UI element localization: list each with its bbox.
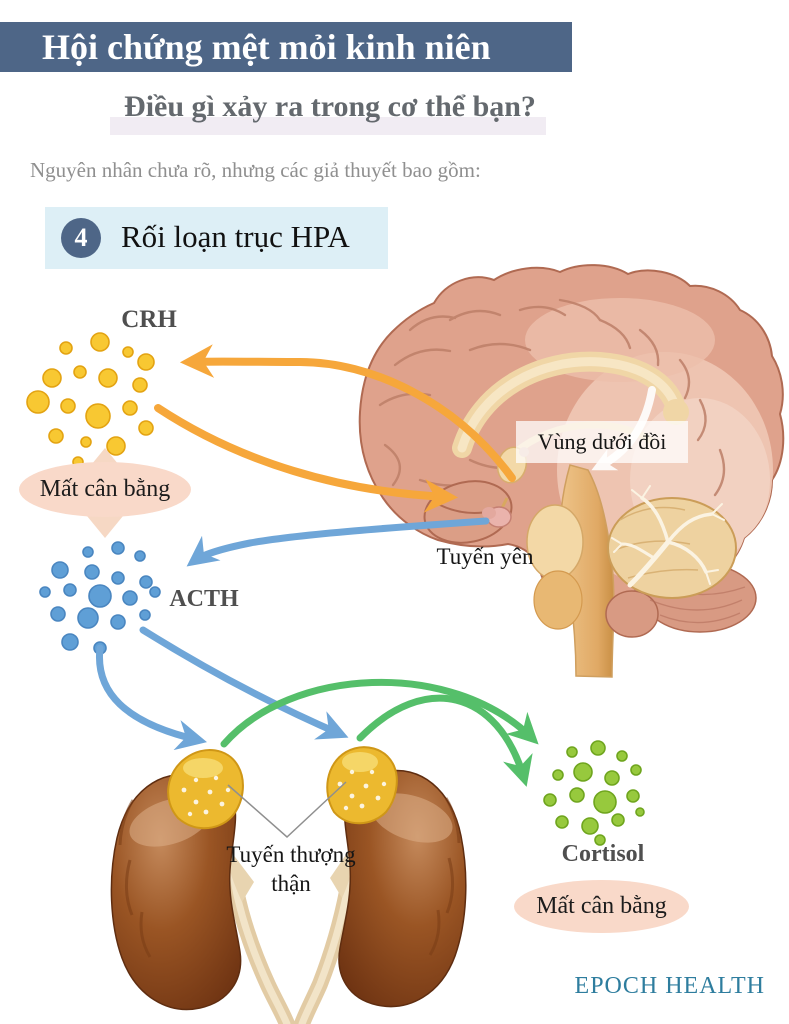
arrow-left-adrenal-to-cortisol-icon [220, 678, 539, 748]
left-adrenal-highlight [183, 758, 223, 778]
kidneys-illustration [110, 746, 467, 1024]
right-kidney-ridges [428, 797, 461, 956]
brand-logo: EPOCH HEALTH [574, 973, 765, 999]
page-title: Hội chứng mệt mỏi kinh niên [42, 27, 491, 67]
topic-box: 4 Rối loạn trục HPA [45, 207, 388, 269]
arrow-pituitary-to-acth-icon [186, 517, 490, 567]
pituitary-anterior-lobe [482, 507, 496, 519]
brain-illustration [358, 264, 785, 678]
arrow-crh-to-pituitary-icon [154, 404, 459, 513]
page-subtitle: Điều gì xảy ra trong cơ thể bạn? [124, 90, 536, 123]
crh-label: CRH [121, 306, 177, 333]
imbalance-badge-bottom: Mất cân bằng [514, 880, 689, 933]
acth-label: ACTH [169, 586, 239, 612]
cortisol-label: Cortisol [561, 841, 645, 867]
pituitary-stalk [500, 497, 509, 509]
flow-arrows [95, 344, 539, 787]
adrenal-label-leader-lines [227, 781, 347, 839]
arrow-right-adrenal-to-cortisol-icon [356, 694, 533, 787]
imbalance-badge-top: Mất cân bằng [19, 462, 191, 517]
crh-dots [26, 332, 155, 473]
cerebellum-fold [605, 590, 659, 638]
splenium [663, 399, 689, 425]
arrow-acth-to-left-adrenal-icon [95, 644, 207, 751]
topic-number-badge: 4 [61, 218, 101, 258]
arrow-hypothalamus-to-crh-icon [179, 344, 516, 482]
left-kidney-ridges [118, 799, 152, 958]
title-banner: Hội chứng mệt mỏi kinh niên [0, 22, 572, 72]
right-adrenal-highlight [342, 752, 378, 772]
intro-text: Nguyên nhân chưa rõ, nhưng các giả thuyế… [30, 158, 481, 182]
acth-dots [39, 541, 161, 655]
cortisol-dots [543, 740, 645, 846]
right-kidney-gloss [371, 793, 453, 843]
topic-label: Rối loạn trục HPA [121, 219, 350, 254]
subtitle-highlight-bar [110, 117, 546, 135]
adrenal-label: Tuyến thượng thận [226, 842, 356, 896]
hypothalamus-label: Vùng dưới đồi [516, 421, 688, 463]
cerebellum [607, 497, 737, 599]
arbor-vitae [611, 485, 725, 588]
pituitary-label: Tuyến yên [436, 544, 534, 569]
adrenal-speckles [181, 769, 387, 817]
medulla-bulge [533, 570, 583, 630]
ureters [224, 840, 360, 1024]
corpus-callosum-highlight [457, 357, 681, 453]
arrow-acth-to-right-adrenal-icon [139, 626, 349, 740]
